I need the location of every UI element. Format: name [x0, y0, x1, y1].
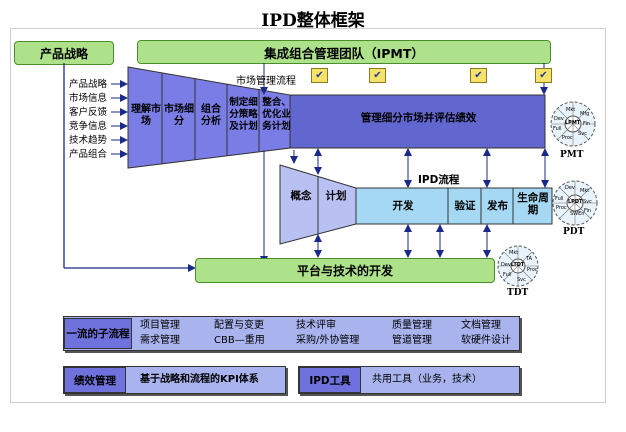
performance-label: 绩效管理	[64, 367, 126, 393]
page-title: IPD整体框架	[261, 11, 365, 31]
tdt-center: LTDT	[511, 262, 525, 268]
ipd-flow-label: IPD流程	[418, 174, 460, 186]
pmt-member: Fin	[583, 121, 591, 127]
pmt-member: Dev	[554, 116, 564, 122]
ipmt-label: 集成组合管理团队（IPMT）	[264, 45, 424, 61]
checkpoint-icon: ✔	[369, 68, 386, 83]
market-step: 整合、优化业务计划	[262, 97, 291, 132]
pdt-member: Fin	[584, 208, 592, 214]
diagram-frame	[10, 28, 606, 403]
tdt-member: TA	[526, 256, 533, 262]
market-flow-label: 市场管理流程	[236, 76, 296, 87]
ipd-step: 开发	[392, 200, 414, 212]
pmt-center: LPMT	[565, 120, 581, 126]
product-strategy-label: 产品战略	[39, 46, 88, 61]
pdt-member: Full	[555, 196, 564, 202]
tdt-member: Full	[503, 272, 512, 278]
subprocess-item: 采购/外协管理	[296, 335, 360, 346]
subprocess-item: 配置与变更	[214, 320, 264, 331]
tdt-member: Mkt	[509, 250, 519, 256]
tools-label-text: IPD工具	[309, 374, 351, 387]
pmt-team-circle	[550, 101, 596, 147]
ipd-step: 概念	[290, 190, 312, 202]
ipmt-bar: 集成组合管理团队（IPMT）	[137, 40, 551, 64]
checkpoint-icon: ✔	[535, 68, 552, 83]
performance-label-text: 绩效管理	[74, 374, 116, 387]
subprocess-item: 技术评审	[296, 320, 336, 331]
ipd-step: 生命周期	[517, 192, 549, 216]
performance-text: 基于战略和流程的KPI体系	[140, 374, 259, 385]
checkpoint-icon: ✔	[311, 68, 328, 83]
pmt-label: PMT	[560, 150, 584, 160]
tools-label: IPD工具	[299, 367, 361, 393]
input-item: 竞争信息	[69, 121, 108, 132]
platform-label: 平台与技术的开发	[296, 264, 393, 278]
market-step: 制定细分策略及计划	[229, 97, 258, 132]
market-step: 组合分析	[201, 104, 221, 127]
subprocess-item: 质量管理	[392, 320, 432, 331]
pdt-label: PDT	[563, 227, 585, 237]
input-item: 产品组合	[69, 149, 108, 160]
subprocess-item: 项目管理	[140, 320, 180, 331]
ipd-step: 验证	[454, 200, 476, 212]
input-item: 产品战略	[69, 79, 108, 90]
subprocess-label: 一流的子流程	[64, 318, 132, 349]
pmt-member: Mkt	[566, 107, 576, 113]
market-step: 理解市场	[131, 104, 161, 127]
product-strategy-box: 产品战略	[14, 41, 114, 65]
tdt-member: Svc	[517, 277, 526, 283]
pdt-center: LPDT	[568, 199, 583, 205]
market-performance-bar	[289, 94, 546, 149]
ipd-step: 发布	[487, 200, 508, 212]
ipd-bar	[355, 187, 553, 225]
tdt-label: TDT	[507, 288, 529, 298]
pdt-member: Mkt	[580, 188, 590, 194]
pdt-member: Proc	[556, 205, 567, 211]
subprocess-item: 需求管理	[140, 335, 180, 346]
subprocess-item: 文档管理	[461, 320, 501, 331]
pdt-team-circle	[552, 180, 598, 226]
platform-bar: 平台与技术的开发	[195, 258, 495, 283]
tdt-member: Proc	[527, 267, 538, 273]
pmt-member: Full	[553, 126, 562, 132]
tdt-team-circle	[497, 245, 539, 287]
tools-text: 共用工具（业务，技术）	[372, 374, 482, 385]
pdt-member: Dev	[565, 185, 575, 191]
ipd-step: 计划	[325, 190, 347, 202]
checkpoint-icon: ✔	[470, 68, 487, 83]
input-item: 市场信息	[69, 93, 108, 104]
pmt-member: Proc	[562, 135, 573, 141]
pdt-member: SWEn	[570, 211, 585, 217]
pmt-member: Svc	[578, 131, 587, 137]
subprocess-item: CBB—重用	[214, 335, 265, 346]
pmt-member: Mfg	[580, 111, 590, 117]
input-item: 客户反馈	[69, 107, 108, 118]
market-bar-label: 管理细分市场并评估绩效	[360, 112, 477, 124]
subprocess-label-text: 一流的子流程	[66, 328, 130, 340]
market-step: 市场细分	[164, 104, 194, 127]
input-item: 技术趋势	[69, 135, 108, 146]
subprocess-panel	[63, 316, 520, 351]
pdt-member: Svc	[583, 199, 592, 205]
subprocess-item: 软硬件设计	[461, 335, 511, 346]
tdt-member: Dev	[501, 262, 511, 268]
subprocess-item: 管道管理	[392, 335, 432, 346]
